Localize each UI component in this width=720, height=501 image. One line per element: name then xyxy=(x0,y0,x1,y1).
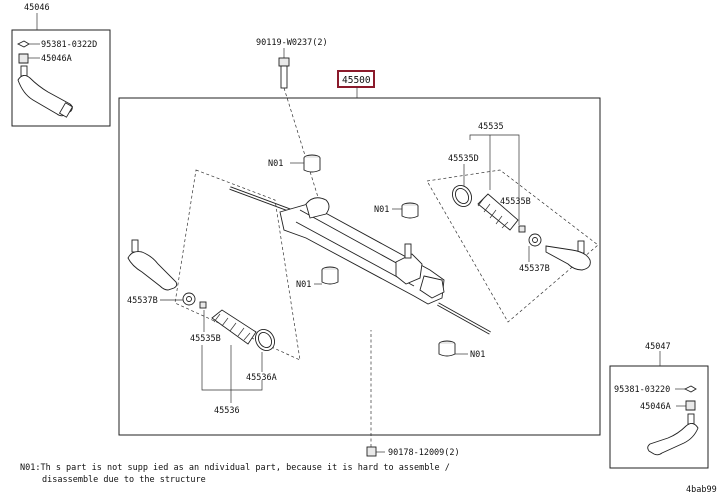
image-code: 4bab99 xyxy=(686,485,717,495)
bushing-icon-2 xyxy=(401,202,419,219)
left-kit-outline xyxy=(174,169,301,361)
label-N01-a: N01 xyxy=(268,159,283,169)
label-45500[interactable]: 45500 xyxy=(342,75,371,86)
tie-rod-end-icon-right xyxy=(647,413,699,456)
label-45046A-right: 45046A xyxy=(640,402,671,412)
tie-rod-end-main-left xyxy=(127,239,178,291)
label-45535B-left: 45535B xyxy=(190,334,221,344)
steering-rack-icon xyxy=(229,186,491,335)
inset-45046-frame xyxy=(11,29,111,127)
right-kit-outline xyxy=(426,169,599,323)
small-nut-icon-left xyxy=(199,301,207,309)
label-45535: 45535 xyxy=(478,122,504,132)
label-95381-0322D: 95381-0322D xyxy=(41,40,97,50)
rack-boot-icon-right xyxy=(477,193,519,231)
highlight-box-45500[interactable] xyxy=(337,70,375,88)
bolt-icon-top xyxy=(278,57,290,89)
label-45536: 45536 xyxy=(214,406,240,416)
footnote-line-1: N01:Th s part is not supp ied as an ndiv… xyxy=(20,463,450,473)
rack-boot-icon-left xyxy=(211,309,257,345)
label-90119-W0237: 90119-W0237(2) xyxy=(256,38,328,48)
castle-nut-icon xyxy=(18,53,40,64)
small-nut-icon-right xyxy=(518,225,526,233)
label-N01-c: N01 xyxy=(296,280,311,290)
clamp-ring-icon-left xyxy=(255,329,275,351)
label-N01-d: N01 xyxy=(470,350,485,360)
label-45535D: 45535D xyxy=(448,154,479,164)
label-45536A: 45536A xyxy=(246,373,277,383)
lock-nut-icon-right xyxy=(528,233,542,247)
inset-45046[interactable]: 45046 95381-0322D 45046A xyxy=(11,3,111,127)
main-assembly-frame xyxy=(118,97,601,436)
label-45537B-left: 45537B xyxy=(127,296,158,306)
tie-rod-end-icon xyxy=(17,65,74,118)
footnote-line-2: disassemble due to the structure xyxy=(42,475,206,485)
bushing-icon-1 xyxy=(303,154,321,173)
label-45046A-left: 45046A xyxy=(41,54,72,64)
label-95381-03220: 95381-03220 xyxy=(614,385,670,395)
castle-nut-icon-right xyxy=(676,400,696,411)
label-45047: 45047 xyxy=(645,342,671,352)
bushing-icon-4 xyxy=(438,340,456,357)
label-90178-12009: 90178-12009(2) xyxy=(388,448,460,458)
label-N01-b: N01 xyxy=(374,205,389,215)
cotter-pin-icon xyxy=(16,40,40,48)
inset-45047[interactable]: 45047 95381-03220 45046A xyxy=(609,342,709,469)
label-45535B-right: 45535B xyxy=(500,197,531,207)
lock-nut-icon-left xyxy=(182,292,196,306)
label-45537B-right: 45537B xyxy=(519,264,550,274)
tie-rod-end-main-right xyxy=(545,240,591,271)
bushing-icon-3 xyxy=(321,266,339,285)
clamp-ring-icon-right xyxy=(452,185,472,207)
label-45046: 45046 xyxy=(24,3,50,13)
inset-45047-frame xyxy=(609,365,709,469)
bolt-icon-bottom xyxy=(366,446,377,457)
cotter-pin-icon-right xyxy=(675,385,697,393)
